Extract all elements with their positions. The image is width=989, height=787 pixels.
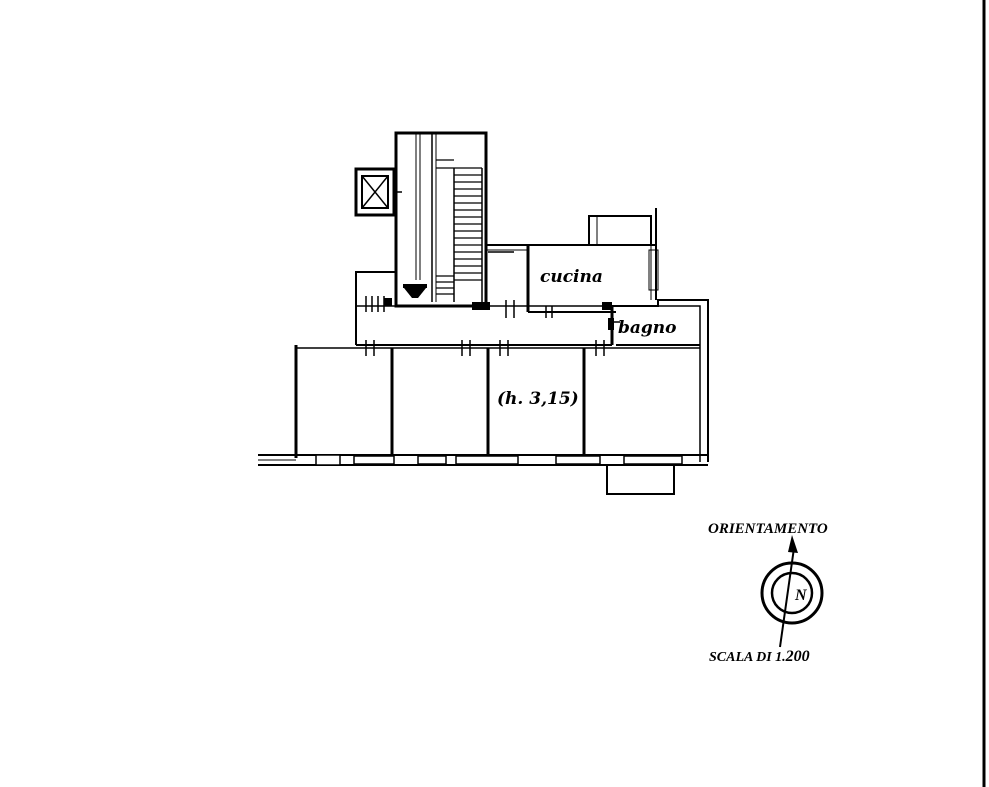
kitchen-label: cucina: [540, 267, 603, 287]
compass-icon: [760, 535, 824, 648]
scale-label: SCALA DI 1.200: [709, 648, 810, 665]
elevator-shaft: [354, 167, 402, 217]
north-letter: N: [794, 587, 808, 604]
scale-prefix: SCALA DI 1.: [709, 650, 786, 665]
apartment-walls: [258, 208, 709, 495]
ceiling-height-label: (h. 3,15): [497, 389, 579, 409]
wall-columns: [384, 298, 614, 330]
scale-value: 200: [785, 648, 810, 665]
facade-windows: [315, 454, 683, 466]
orientation-title: ORIENTAMENTO: [708, 521, 828, 537]
bathroom-label: bagno: [618, 318, 677, 338]
staircase: [394, 131, 488, 308]
